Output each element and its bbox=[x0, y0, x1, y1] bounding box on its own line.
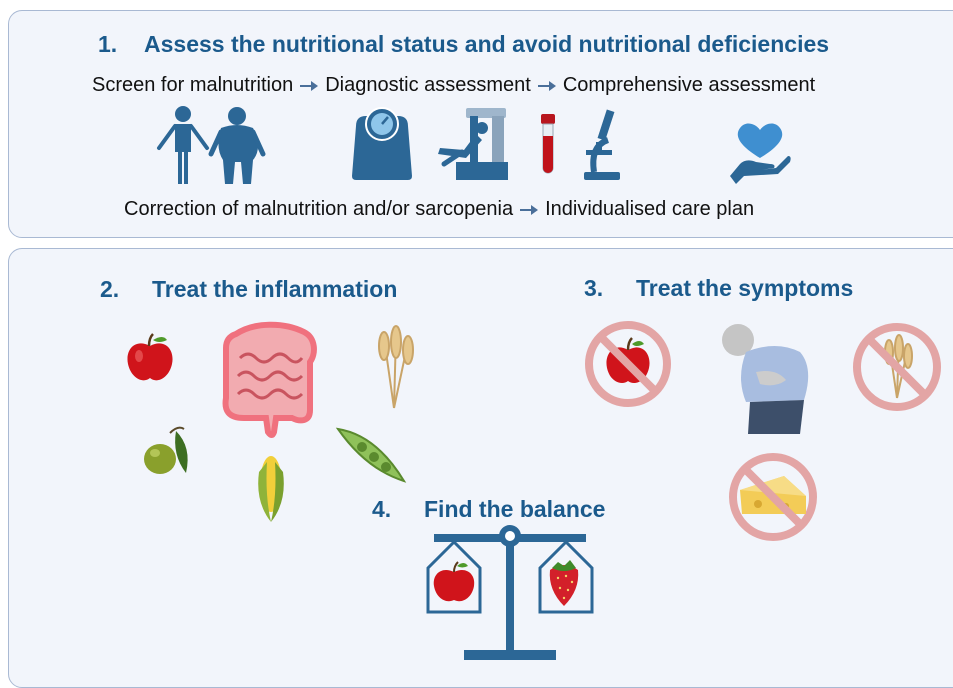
apple-icon bbox=[127, 333, 173, 381]
section-4-number: 4. bbox=[372, 496, 392, 522]
corn-icon bbox=[258, 456, 284, 522]
people-icon bbox=[157, 106, 266, 184]
section-1-title: Assess the nutritional status and avoid … bbox=[144, 31, 830, 57]
step-screen: Screen for malnutrition bbox=[92, 74, 294, 96]
strawberry-icon bbox=[549, 560, 579, 606]
section-2-number: 2. bbox=[100, 276, 120, 302]
pea-pod-icon bbox=[335, 427, 407, 483]
section-3-title: Treat the symptoms bbox=[636, 275, 854, 301]
outcome-care-plan: Individualised care plan bbox=[545, 198, 755, 220]
section-2-title: Treat the inflammation bbox=[152, 276, 398, 302]
outcome-flow: Correction of malnutrition and/or sarcop… bbox=[124, 198, 754, 221]
blood-tube-icon bbox=[541, 114, 555, 174]
step-comprehensive: Comprehensive assessment bbox=[562, 74, 816, 96]
section-1-number: 1. bbox=[98, 31, 118, 57]
balance-scale-icon bbox=[426, 525, 594, 660]
arrow-right-icon bbox=[537, 80, 556, 91]
heart-in-hand-icon bbox=[730, 123, 791, 184]
section-3-number: 3. bbox=[584, 275, 604, 301]
step-diagnostic: Diagnostic assessment bbox=[325, 74, 531, 96]
section-4-heading: 4. Find the balance bbox=[372, 496, 605, 523]
body-composition-machine-icon bbox=[438, 108, 508, 180]
assessment-flow: Screen for malnutrition Diagnostic asses… bbox=[92, 74, 815, 97]
section-4-title: Find the balance bbox=[424, 496, 606, 522]
microscope-icon bbox=[584, 109, 620, 180]
section-1-heading: 1. Assess the nutritional status and avoi… bbox=[98, 31, 829, 58]
outcome-correction: Correction of malnutrition and/or sarcop… bbox=[124, 198, 514, 220]
section-3-heading: 3. Treat the symptoms bbox=[584, 275, 853, 302]
abdominal-pain-person-icon bbox=[722, 324, 809, 434]
no-wheat-icon bbox=[853, 323, 941, 411]
arrow-right-icon bbox=[520, 204, 539, 215]
scale-icon bbox=[352, 107, 412, 180]
arrow-right-icon bbox=[300, 80, 319, 91]
no-cheese-icon bbox=[729, 453, 817, 541]
wheat-icon bbox=[378, 325, 414, 409]
intestine-icon bbox=[222, 321, 317, 438]
no-apple-icon bbox=[585, 321, 671, 407]
olive-icon bbox=[144, 426, 188, 474]
section-2-heading: 2. Treat the inflammation bbox=[100, 276, 397, 303]
